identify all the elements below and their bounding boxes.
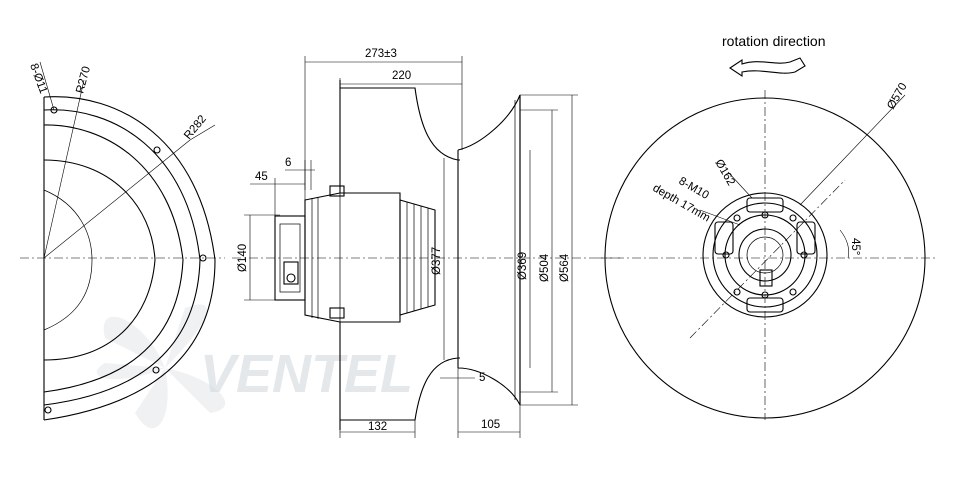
dim-r282-line <box>43 139 191 259</box>
dim-564-label: Ø564 <box>559 253 571 282</box>
rear-cutout <box>43 189 93 331</box>
bolt-hole-icon <box>761 211 769 219</box>
hole-icon <box>44 406 52 414</box>
side-view: 273±3 220 6 45 Ø140 Ø377 Ø369 Ø504 <box>232 48 620 438</box>
bolt-hole-icon <box>789 214 797 222</box>
dim-105-label: 105 <box>481 419 500 431</box>
front-centerline-diag <box>689 179 846 339</box>
hub-pitch-circle <box>724 214 806 296</box>
dim-377-label: Ø377 <box>431 247 443 275</box>
watermark-brand: VENTEL <box>200 344 413 404</box>
dim-273-label: 273±3 <box>365 48 397 60</box>
bolt-hole-icon <box>761 291 769 299</box>
hole-icon <box>152 366 160 374</box>
dim-162-leader <box>727 171 753 199</box>
bolt-hole-icon <box>733 288 741 296</box>
dim-angle-arc <box>839 229 850 259</box>
hub-assembly <box>702 192 828 318</box>
motor-bolt-top <box>329 185 345 197</box>
dim-45-label: 45 <box>255 171 268 183</box>
rotation-direction-title: rotation direction <box>722 33 826 49</box>
hub-inner <box>279 223 301 293</box>
hub-bore <box>746 236 784 274</box>
hole-icon <box>50 106 58 114</box>
dim-r270-label: R270 <box>74 65 93 95</box>
dim-m10-leader <box>699 209 741 226</box>
motor-body <box>304 192 401 323</box>
dim-angle-label: 45° <box>849 238 861 255</box>
dim-5-label: 5 <box>479 372 485 384</box>
hole-icon <box>199 254 207 262</box>
dim-504-label: Ø504 <box>539 253 551 282</box>
motor-bolt-bottom <box>329 307 345 319</box>
dim-140-label: Ø140 <box>237 244 249 272</box>
dim-holes-label: 8-Ø11 <box>27 62 49 95</box>
rotor-fins <box>399 199 436 316</box>
dim-570-leader <box>799 94 906 206</box>
hub-lug-right <box>796 221 816 255</box>
watermark-fan-icon <box>96 304 226 429</box>
dim-holes-leader <box>39 61 55 111</box>
inlet-nozzle <box>457 94 521 406</box>
bolt-hole-icon <box>789 288 797 296</box>
bolt-hole-icon <box>733 214 741 222</box>
hub-center <box>738 228 792 282</box>
rear-outer-ring <box>43 96 216 421</box>
hub-outer <box>702 192 828 318</box>
watermark: VENTEL <box>96 304 413 429</box>
rear-plate-edge <box>43 124 184 393</box>
dim-r270-line <box>43 79 85 259</box>
dim-220-label: 220 <box>392 70 411 82</box>
dim-162-label: Ø162 <box>712 158 736 188</box>
impeller-bottom <box>339 322 460 421</box>
dim-r282-label: R282 <box>182 113 209 142</box>
dim-369-label: Ø369 <box>517 252 529 280</box>
bolt-hole-icon <box>722 251 730 259</box>
impeller-top <box>339 87 460 193</box>
dim-r282-ext <box>189 124 216 141</box>
terminal-icon <box>759 269 773 287</box>
hub-ring <box>712 202 818 308</box>
hub-lug-left <box>714 221 734 255</box>
hole-icon <box>153 146 161 154</box>
rear-ring-inner <box>43 109 201 406</box>
rear-inner-curve <box>43 159 156 361</box>
bolt-hole-icon <box>800 251 808 259</box>
dim-132-label: 132 <box>368 421 387 433</box>
terminal-box <box>283 261 299 285</box>
rotation-arrow-icon <box>729 57 806 78</box>
fin-block <box>399 199 436 316</box>
dim-6-label: 6 <box>285 157 291 169</box>
cable-gland-icon <box>286 273 296 283</box>
rear-mounting-holes <box>44 106 207 414</box>
front-view: rotation direction <box>598 33 935 420</box>
dim-570-label: Ø570 <box>885 81 909 111</box>
